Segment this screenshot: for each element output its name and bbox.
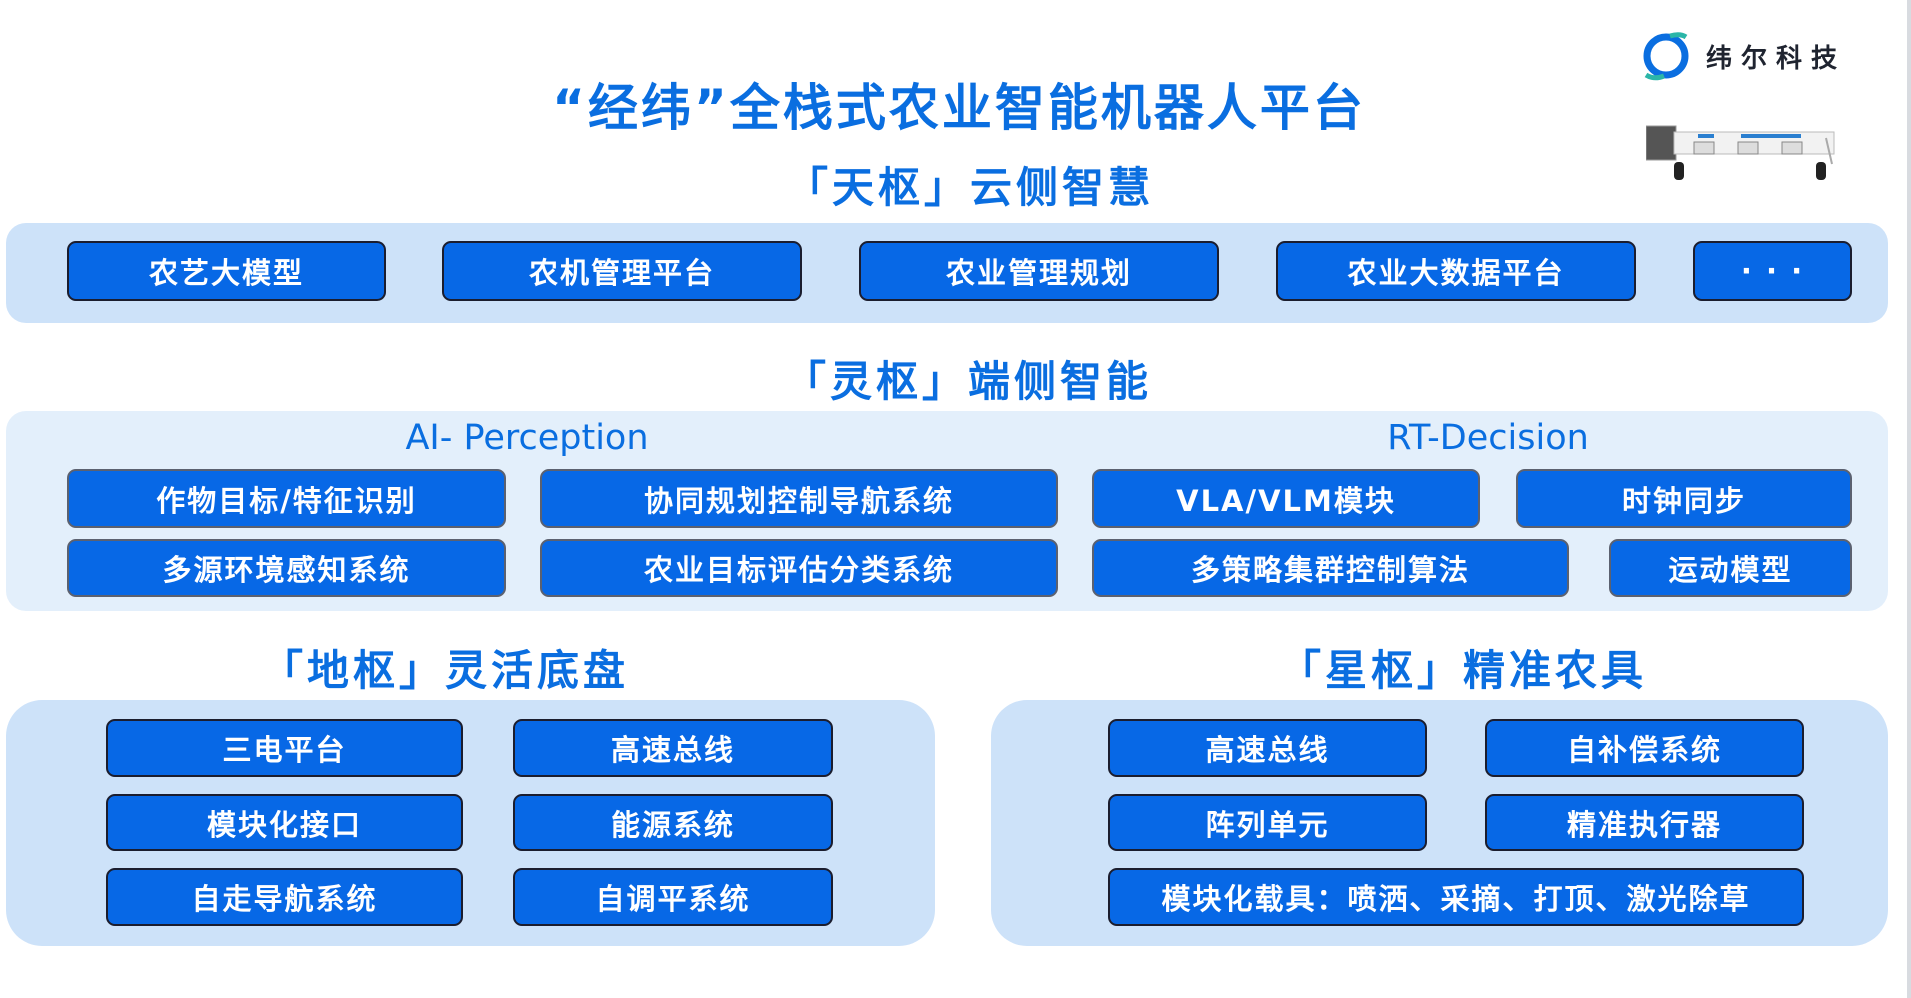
chassis-item-bus[interactable]: 高速总线 (513, 719, 833, 777)
chassis-heading: 「地枢」灵活底盘 (260, 646, 630, 695)
cloud-item-machinery-platform[interactable]: 农机管理平台 (442, 241, 802, 301)
implements-heading: 「星枢」精准农具 (1278, 646, 1648, 695)
implements-item-compensation[interactable]: 自补偿系统 (1485, 719, 1804, 777)
page-title: “经纬”全栈式农业智能机器人平台 (552, 79, 1366, 137)
cloud-heading: 「天枢」云侧智慧 (785, 163, 1155, 212)
logo-ring-icon (1643, 32, 1689, 81)
company-logo: 纬尔科技 (1640, 30, 1846, 82)
edge-item-vla-vlm[interactable]: VLA/VLM模块 (1092, 469, 1480, 528)
cloud-item-agronomy-model[interactable]: 农艺大模型 (67, 241, 386, 301)
edge-item-cluster-control[interactable]: 多策略集群控制算法 (1092, 539, 1569, 597)
edge-heading: 「灵枢」端侧智能 (783, 357, 1153, 406)
cloud-item-farm-planning[interactable]: 农业管理规划 (859, 241, 1219, 301)
edge-item-crop-recognition[interactable]: 作物目标/特征识别 (67, 469, 506, 528)
perception-label: AI- Perception (405, 418, 649, 458)
edge-item-motion-model[interactable]: 运动模型 (1609, 539, 1852, 597)
agricultural-robot-image (1646, 125, 1835, 180)
edge-item-clock-sync[interactable]: 时钟同步 (1516, 469, 1852, 528)
edge-item-target-classification[interactable]: 农业目标评估分类系统 (540, 539, 1058, 597)
cloud-item-more[interactable]: · · · (1693, 241, 1852, 301)
chassis-item-self-leveling[interactable]: 自调平系统 (513, 868, 833, 926)
logo-text: 纬尔科技 (1706, 43, 1847, 74)
implements-item-bus[interactable]: 高速总线 (1108, 719, 1427, 777)
implements-item-modular-carrier[interactable]: 模块化载具：喷洒、采摘、打顶、激光除草 (1108, 868, 1804, 926)
chassis-item-power-platform[interactable]: 三电平台 (106, 719, 463, 777)
decision-label: RT-Decision (1387, 418, 1589, 458)
chassis-item-self-navigation[interactable]: 自走导航系统 (106, 868, 463, 926)
right-edge-divider (1907, 0, 1911, 998)
chassis-item-energy[interactable]: 能源系统 (513, 794, 833, 851)
implements-item-array-unit[interactable]: 阵列单元 (1108, 794, 1427, 851)
chassis-item-modular-interface[interactable]: 模块化接口 (106, 794, 463, 851)
edge-item-env-perception[interactable]: 多源环境感知系统 (67, 539, 506, 597)
edge-item-navigation[interactable]: 协同规划控制导航系统 (540, 469, 1058, 528)
implements-item-actuator[interactable]: 精准执行器 (1485, 794, 1804, 851)
cloud-item-big-data[interactable]: 农业大数据平台 (1276, 241, 1636, 301)
